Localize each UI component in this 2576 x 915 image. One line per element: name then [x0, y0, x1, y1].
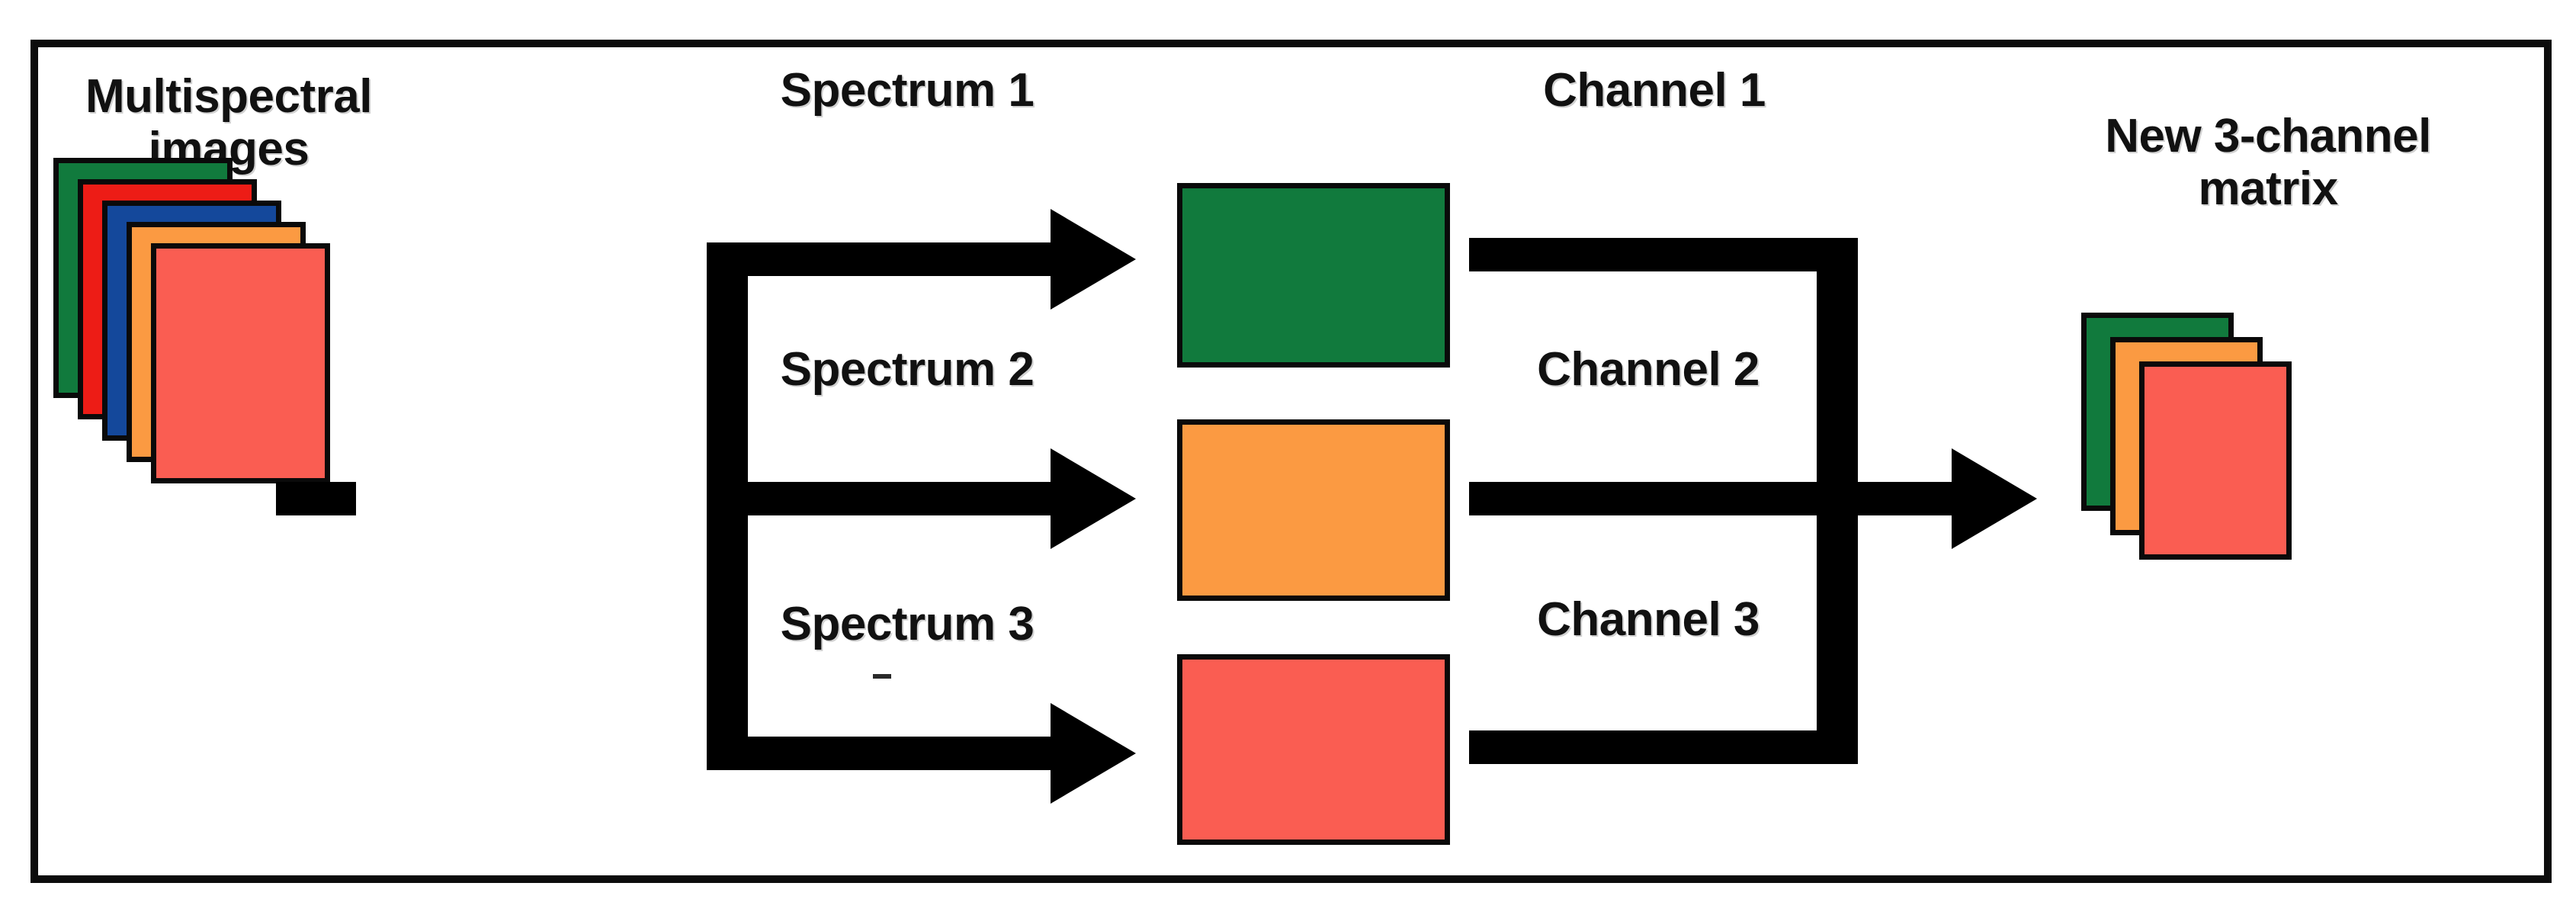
split-branch-2-bar [707, 482, 1068, 515]
channel-1-block [1177, 183, 1450, 368]
new-3-channel-matrix-stack [2081, 313, 2478, 618]
channel-3-block [1177, 654, 1450, 845]
channel-1-label: Channel 1 [1543, 64, 1766, 117]
spectrum-1-label: Spectrum 1 [780, 64, 1035, 117]
spectrum-3-label: Spectrum 3 [780, 598, 1035, 650]
merge-branch-3-bar [1469, 730, 1858, 764]
channel-3-label: Channel 3 [1537, 593, 1760, 646]
merge-branch-1-bar [1469, 238, 1858, 271]
channel-2-label: Channel 2 [1537, 343, 1760, 396]
new-3-channel-matrix-label: New 3-channel matrix [2105, 110, 2431, 216]
spectrum-3-stray-dash [873, 674, 891, 679]
stack-layer-salmon-band [151, 243, 330, 483]
split-branch-3-arrowhead [1051, 703, 1136, 804]
channel-2-block [1177, 419, 1450, 601]
merge-output-arrowhead [1952, 448, 2037, 549]
multispectral-images-label: Multispectral images [85, 70, 372, 176]
merge-output-bar [1817, 482, 1962, 515]
split-branch-3-bar [707, 737, 1068, 770]
diagram-frame: Multispectral images Spectrum 1 Spectrum… [30, 40, 2552, 883]
split-inlet-bar [276, 482, 356, 515]
split-branch-2-arrowhead [1051, 448, 1136, 549]
channel-merge-arrows [38, 47, 2544, 875]
output-layer-salmon [2139, 361, 2292, 560]
split-branch-1-arrowhead [1051, 209, 1136, 310]
spectrum-2-label: Spectrum 2 [780, 343, 1035, 396]
split-branch-1-bar [707, 242, 1068, 276]
spectrum-split-arrows [38, 47, 2544, 875]
multispectral-image-stack [38, 158, 404, 483]
merge-branch-2-bar [1469, 482, 1858, 515]
